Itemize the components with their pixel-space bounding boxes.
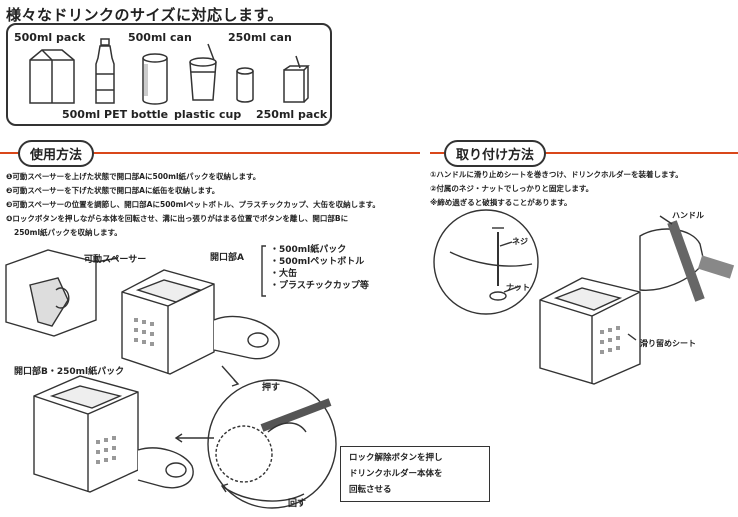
list-item: ・500mlペットボトル [270,257,365,267]
callout-line: ドリンクホルダー本体を [349,469,443,479]
install-title: 取り付け方法 [444,140,547,167]
juice-pack-icon [283,55,310,103]
opening-a-list: ・500ml紙パック ・500mlペットボトル ・大缶 ・プラスチックカップ等 [270,244,369,292]
label-250ml-can: 250ml can [228,31,292,44]
pet-bottle-icon [95,38,115,104]
can-500ml-icon [142,53,168,105]
list-item: ・プラスチックカップ等 [270,281,369,291]
unlock-callout: ロック解除ボタンを押し ドリンクホルダー本体を 回転させる [340,446,490,502]
handle-label: ハンドル [672,211,704,220]
usage-divider [0,152,420,154]
usage-step-4: ❹ロックボタンを押しながら本体を回転させ、溝に出っ張りがはまる位置でボタンを離し… [6,214,349,223]
callout-line: ロック解除ボタンを押し [349,453,443,463]
install-step-1: ①ハンドルに滑り止めシートを巻きつけ、ドリンクホルダーを装着します。 [430,170,683,179]
can-250ml-icon [236,67,254,103]
milk-carton-icon [29,49,75,104]
callout-line: 回転させる [349,485,392,495]
label-500ml-pet-bottle: 500ml PET bottle [62,108,169,121]
label-500ml-pack: 500ml pack [14,31,86,44]
rotate-label: 回す [288,499,307,509]
holder-b-illustration [33,375,194,493]
install-note: ※締め過ぎると破損することがあります。 [430,198,572,207]
nut-label: ナット [506,283,530,292]
label-500ml-can: 500ml can [128,31,192,44]
screw-label: ネジ [512,237,528,246]
opening-a-label: 開口部A [210,253,244,263]
holder-a-illustration [121,269,280,375]
install-step-2: ②付属のネジ・ナットでしっかりと固定します。 [430,184,594,193]
usage-step-2: ❷可動スペーサーを下げた状態で開口部Aに紙缶を収納します。 [6,186,220,195]
sheet-label: 滑り留めシート [640,339,696,348]
usage-step-3: ❸可動スペーサーの位置を調節し、開口部Aに500mlペットボトル、プラスチックカ… [6,200,380,209]
usage-step-1: ❶可動スペーサーを上げた状態で開口部Aに500ml紙パックを収納します。 [6,172,261,181]
screw-detail-illustration [433,209,539,315]
spacer-inset-illustration [5,249,119,337]
drink-sizes-panel [6,23,332,126]
rotation-detail-illustration [207,379,337,509]
usage-step-4-cont: 250ml紙パックを収納します。 [14,228,122,237]
label-250ml-pack: 250ml pack [256,108,328,121]
list-item: ・500ml紙パック [270,245,347,255]
holder-installed-illustration [539,220,735,385]
install-divider [430,152,738,154]
page-title: 様々なドリンクのサイズに対応します。 [6,6,284,24]
label-plastic-cup: plastic cup [174,108,242,121]
spacer-label: 可動スペーサー [84,255,147,265]
usage-title: 使用方法 [18,140,95,167]
opening-b-label: 開口部B・250ml紙パック [14,367,125,377]
list-item: ・大缶 [270,269,298,279]
plastic-cup-icon [189,43,217,101]
push-label: 押す [262,383,281,393]
